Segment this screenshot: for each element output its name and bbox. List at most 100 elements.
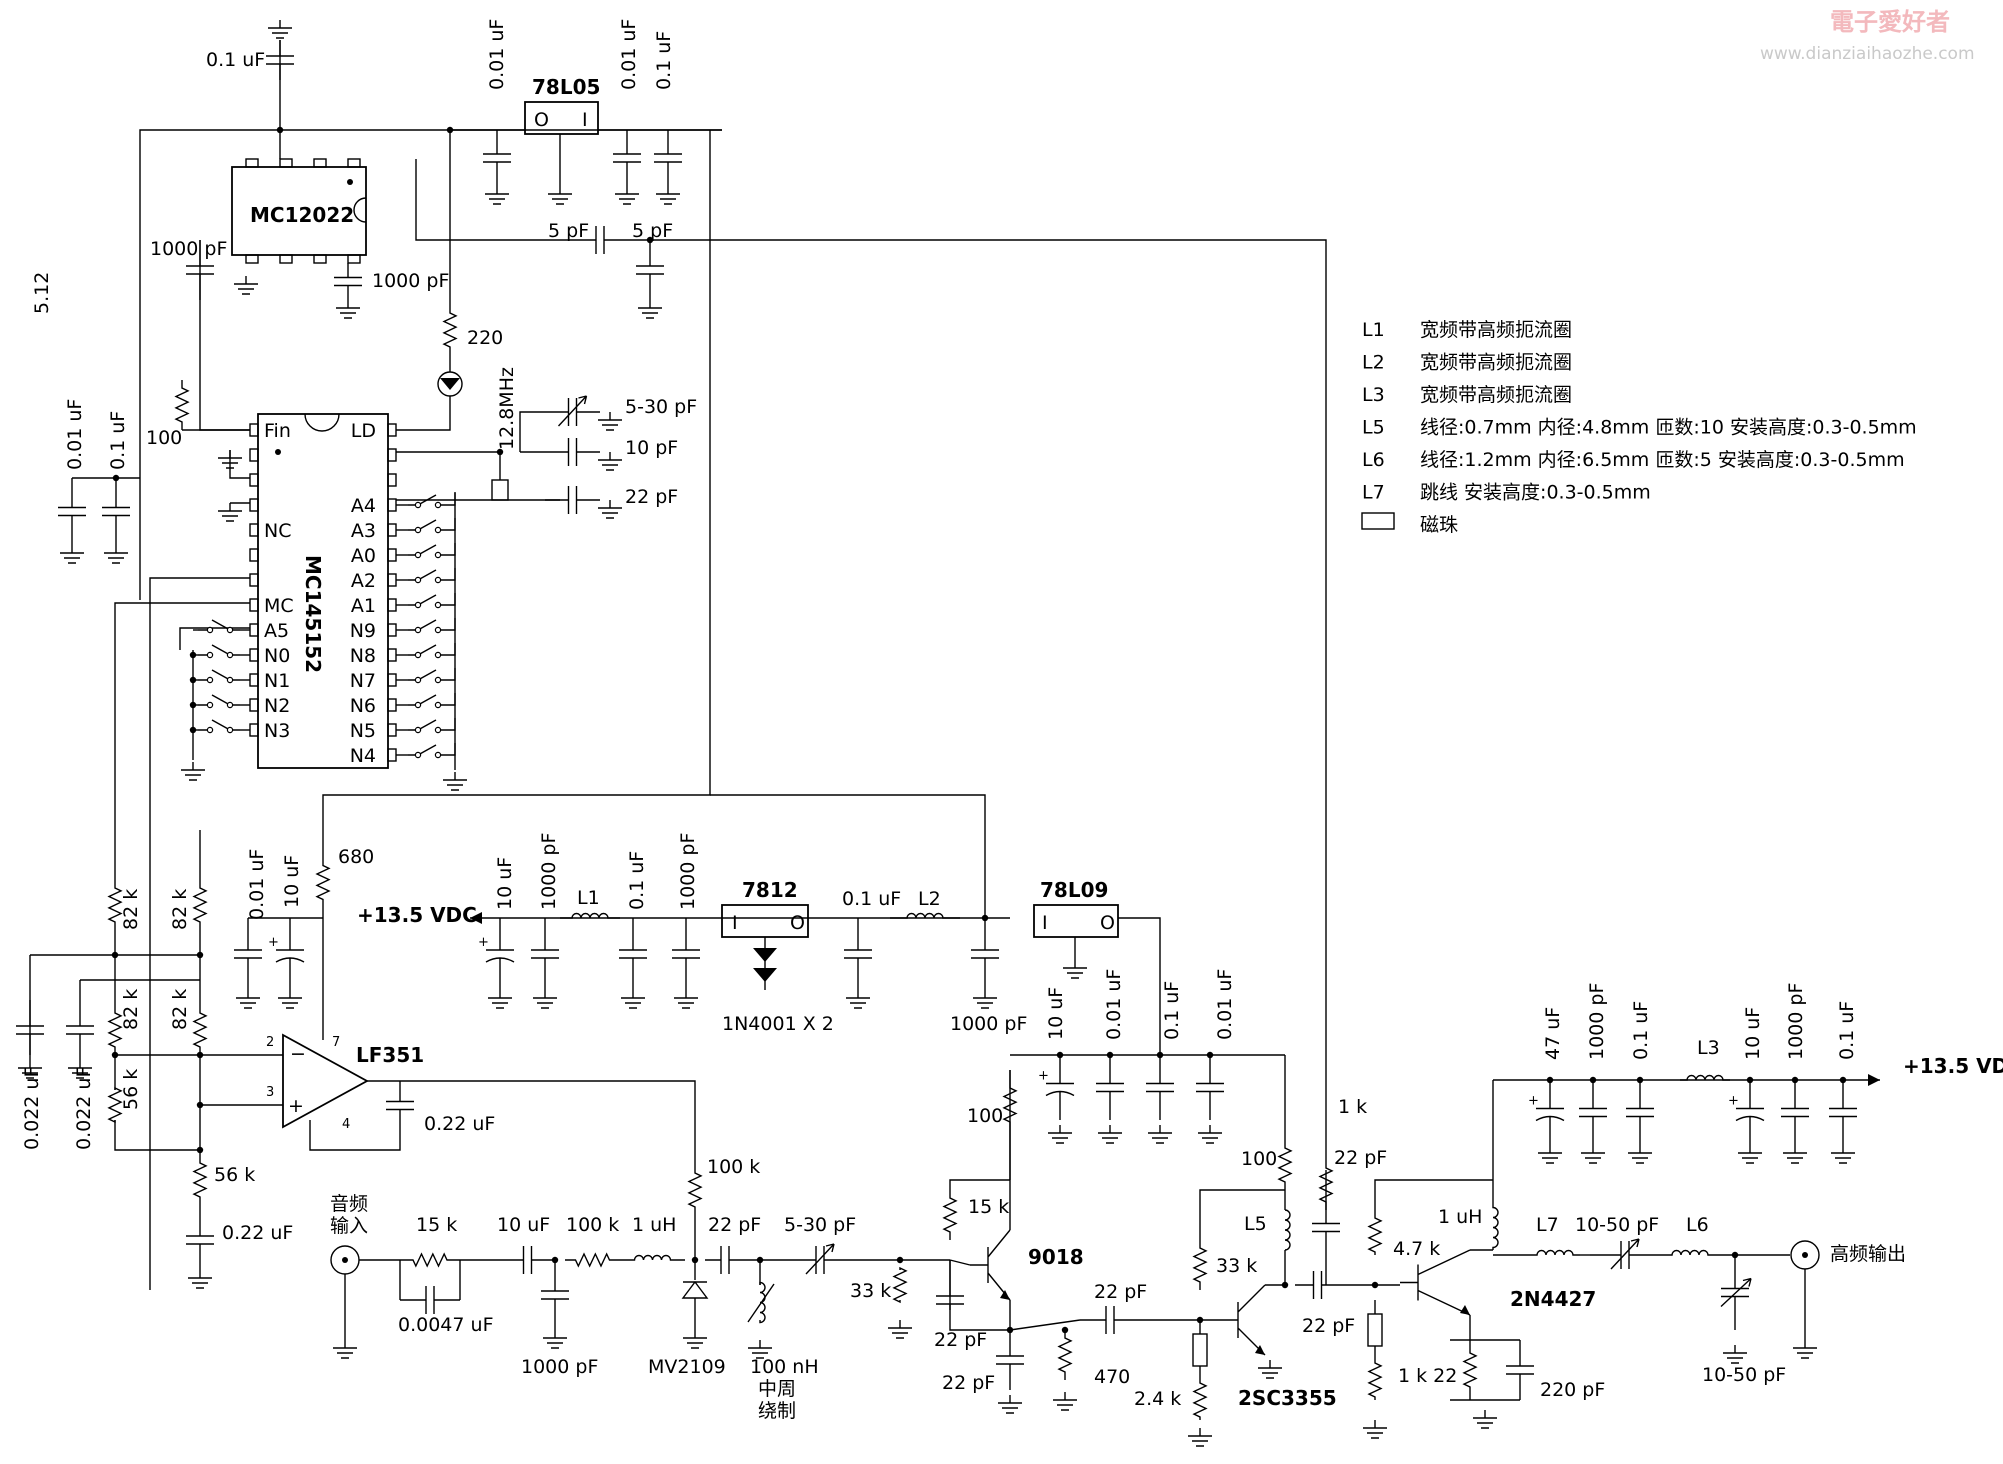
led bbox=[437, 371, 463, 397]
c-0022-a-label: 0.022 uF bbox=[21, 1067, 43, 1150]
wire bbox=[949, 1320, 1010, 1331]
c-78l05-in-label: 0.01 uF bbox=[486, 19, 508, 90]
pll-left-pin bbox=[249, 573, 259, 587]
dip-switch bbox=[408, 619, 450, 631]
pll-left-pin bbox=[249, 648, 259, 662]
resistor bbox=[1277, 1140, 1293, 1190]
l3-label: L3 bbox=[1697, 1037, 1720, 1059]
wire bbox=[450, 643, 456, 656]
capacitor bbox=[102, 478, 130, 545]
polarity-mark: + bbox=[1528, 1094, 1539, 1109]
side-note: 5.12 bbox=[31, 272, 53, 314]
resistor bbox=[1192, 1380, 1208, 1420]
switch-contact bbox=[206, 701, 214, 709]
diode bbox=[753, 968, 777, 982]
capacitor bbox=[705, 1246, 745, 1274]
prescaler-pin bbox=[245, 158, 259, 168]
pll-right-pin bbox=[387, 598, 397, 612]
ground-symbol bbox=[188, 1270, 212, 1289]
wire bbox=[450, 743, 456, 756]
capacitor bbox=[672, 918, 700, 990]
legend-ref: L5 bbox=[1362, 417, 1385, 439]
capacitor bbox=[334, 263, 362, 300]
c-10uf-p-label: 10 uF bbox=[494, 857, 516, 910]
pll-pin-label: A3 bbox=[351, 520, 376, 542]
inductor bbox=[890, 912, 960, 919]
r-100k-b-label: 100 k bbox=[707, 1156, 760, 1178]
dip-switch bbox=[408, 744, 450, 756]
pll-pin-label: N4 bbox=[350, 745, 376, 767]
wire bbox=[1009, 1319, 1081, 1331]
ground-symbol bbox=[1473, 1410, 1497, 1429]
pll-pin-label: N2 bbox=[264, 695, 290, 717]
vdc-out-label: +13.5 VDC bbox=[1903, 1054, 2003, 1078]
ground-symbol bbox=[1723, 1345, 1747, 1364]
capacitor bbox=[545, 486, 600, 514]
diode-note-label: 1N4001 X 2 bbox=[722, 1013, 834, 1035]
switch-contact bbox=[414, 576, 422, 584]
switch-contact bbox=[434, 626, 442, 634]
reg5-in-pin: O bbox=[534, 109, 549, 131]
junction-dot bbox=[196, 951, 204, 959]
switch-contact bbox=[414, 551, 422, 559]
c-1000-a-label: 1000 pF bbox=[150, 238, 227, 260]
pll-right-pin bbox=[387, 698, 397, 712]
capacitor bbox=[1590, 1241, 1660, 1269]
pll-left-pin bbox=[249, 448, 259, 462]
dip-switch bbox=[408, 694, 450, 706]
wires bbox=[29, 40, 1880, 1401]
pll-left-pin bbox=[249, 523, 259, 537]
r-15k-b-label: 15 k bbox=[968, 1196, 1009, 1218]
capacitor bbox=[500, 1246, 555, 1274]
r-100-c-label: 100 bbox=[1241, 1148, 1277, 1170]
legend-text: 跳线 安装高度:0.3-0.5mm bbox=[1420, 482, 1651, 504]
r-47k-label: 4.7 k bbox=[1393, 1238, 1440, 1260]
pll-pin-label: LD bbox=[351, 420, 376, 442]
dip-switch bbox=[408, 644, 450, 656]
pll-right-pin bbox=[387, 723, 397, 737]
legend-text: 线径:0.7mm 内径:4.8mm 匝数:10 安装高度:0.3-0.5mm bbox=[1420, 417, 1917, 439]
capacitor bbox=[1196, 1055, 1224, 1120]
resistor bbox=[192, 870, 208, 940]
ground-symbol bbox=[68, 1060, 92, 1079]
r-24k-label: 2.4 k bbox=[1134, 1388, 1181, 1410]
legend-text: 磁珠 bbox=[1420, 514, 1458, 536]
junction-dot bbox=[189, 676, 197, 684]
prescaler-notch bbox=[353, 197, 367, 223]
switch-contact bbox=[414, 501, 422, 509]
wire bbox=[450, 668, 456, 681]
capacitor bbox=[1080, 1306, 1140, 1334]
reg5-box bbox=[524, 101, 599, 135]
switch-contact bbox=[434, 676, 442, 684]
c-22pf-f-label: 22 pF bbox=[1302, 1315, 1355, 1337]
ground-symbol bbox=[1628, 1145, 1652, 1164]
trim-arrow bbox=[747, 1283, 775, 1323]
capacitor bbox=[531, 918, 559, 990]
c-top-label: 0.1 uF bbox=[206, 49, 265, 71]
pll-right-pin bbox=[387, 473, 397, 487]
ground-symbol bbox=[181, 762, 205, 781]
switch-contact bbox=[434, 501, 442, 509]
ground-symbol bbox=[598, 500, 622, 519]
pll-right-pin bbox=[387, 498, 397, 512]
varactor-label: MV2109 bbox=[648, 1356, 726, 1378]
c-022-a-label: 0.22 uF bbox=[424, 1113, 495, 1135]
reg9-in-pin: I bbox=[1042, 912, 1048, 934]
switch-contact bbox=[206, 726, 214, 734]
switch-contact bbox=[226, 676, 234, 684]
c-01-l-label: 0.1 uF bbox=[107, 411, 129, 470]
r-1k22-label: 1 k 22 bbox=[1398, 1365, 1457, 1387]
opamp-pin2: 2 bbox=[266, 1035, 274, 1050]
c-1000-o-label: 1000 pF bbox=[1586, 983, 1608, 1060]
pll-right-pin bbox=[387, 573, 397, 587]
wire bbox=[114, 602, 250, 830]
pll-pin-label: N7 bbox=[350, 670, 376, 692]
ground-symbol bbox=[268, 20, 292, 39]
c-220pf-label: 220 pF bbox=[1540, 1379, 1605, 1401]
pll-left-pin bbox=[249, 423, 259, 437]
c-1000-p2-label: 1000 pF bbox=[677, 833, 699, 910]
wire bbox=[149, 577, 250, 1290]
c-1000-b-label: 1000 pF bbox=[372, 270, 449, 292]
dip-switch bbox=[408, 594, 450, 606]
